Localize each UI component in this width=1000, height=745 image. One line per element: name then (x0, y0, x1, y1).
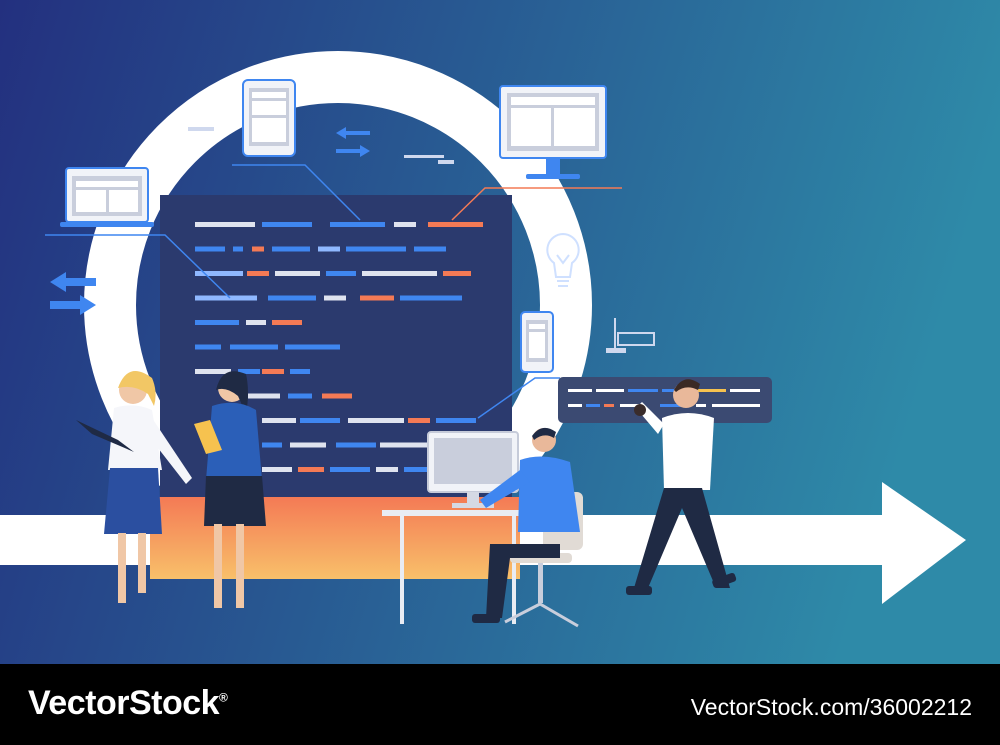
code-line-segment (262, 369, 284, 374)
code-line-segment (380, 442, 430, 448)
code-line-segment (326, 271, 356, 276)
code-line-segment (248, 393, 280, 399)
person-woman-laptop (76, 370, 192, 603)
desk (382, 510, 537, 624)
code-line-segment (195, 320, 239, 325)
code-line-segment (195, 246, 225, 252)
code-line-segment (230, 344, 278, 350)
code-line-segment (252, 246, 264, 252)
code-line-segment (324, 295, 346, 301)
code-line-segment (298, 467, 324, 472)
code-line-segment (290, 442, 326, 448)
code-tooltip (558, 377, 772, 423)
code-line-segment (238, 369, 260, 374)
code-line-segment (247, 271, 269, 276)
code-line-segment (322, 393, 352, 399)
person-woman-tablet (194, 371, 266, 608)
lightbulb-icon (546, 232, 580, 287)
code-line-segment (404, 467, 430, 472)
code-line-segment (318, 246, 340, 252)
code-line-segment (262, 418, 296, 423)
code-line-segment (195, 295, 257, 301)
code-line-segment (195, 369, 231, 374)
connector-lines (45, 164, 560, 419)
code-line-segment (330, 222, 385, 227)
code-line-segment (195, 344, 221, 350)
phone-icon (520, 311, 554, 373)
code-line-segment (394, 222, 416, 227)
code-line-segment (233, 246, 243, 252)
code-line-segment (408, 418, 430, 423)
code-line-segment (330, 467, 370, 472)
code-line-segment (348, 418, 404, 423)
code-line-segment (376, 467, 398, 472)
code-line-segment (436, 418, 476, 423)
code-line-segment (362, 271, 437, 276)
code-line-segment (268, 295, 316, 301)
image-id: VectorStock.com/36002212 (690, 694, 972, 720)
sync-arrows-icon (50, 127, 370, 315)
watermark-footer: VectorStock® VectorStock.com/36002212 (0, 664, 1000, 745)
code-line-segment (290, 369, 310, 374)
monitor-icon (499, 85, 607, 179)
code-line-segment (262, 222, 312, 227)
tablet-icon (242, 79, 296, 157)
person-seated-developer (472, 427, 580, 623)
code-line-segment (262, 467, 292, 472)
code-line-segment (336, 442, 376, 448)
code-line-segment (195, 222, 255, 227)
illustration (0, 0, 1000, 664)
person-walking (626, 379, 737, 595)
code-line-segment (428, 222, 483, 227)
code-line-segment (346, 246, 406, 252)
code-line-segment (414, 246, 446, 252)
brand-logo: VectorStock® (28, 684, 228, 722)
code-line-segment (275, 271, 320, 276)
code-line-segment (195, 271, 243, 276)
code-line-segment (400, 295, 462, 301)
code-line-segment (300, 418, 340, 423)
code-line-segment (262, 442, 282, 448)
connector-line-orange (451, 187, 622, 221)
code-line-segment (443, 271, 471, 276)
laptop-icon (60, 167, 154, 227)
desktop-computer (427, 431, 519, 508)
code-line-segment (360, 295, 394, 301)
code-line-segment (288, 393, 312, 399)
code-line-segment (246, 320, 266, 325)
code-line-segment (285, 344, 340, 350)
code-line-segment (272, 246, 310, 252)
decorative-bars (188, 127, 655, 353)
code-line-segment (272, 320, 302, 325)
